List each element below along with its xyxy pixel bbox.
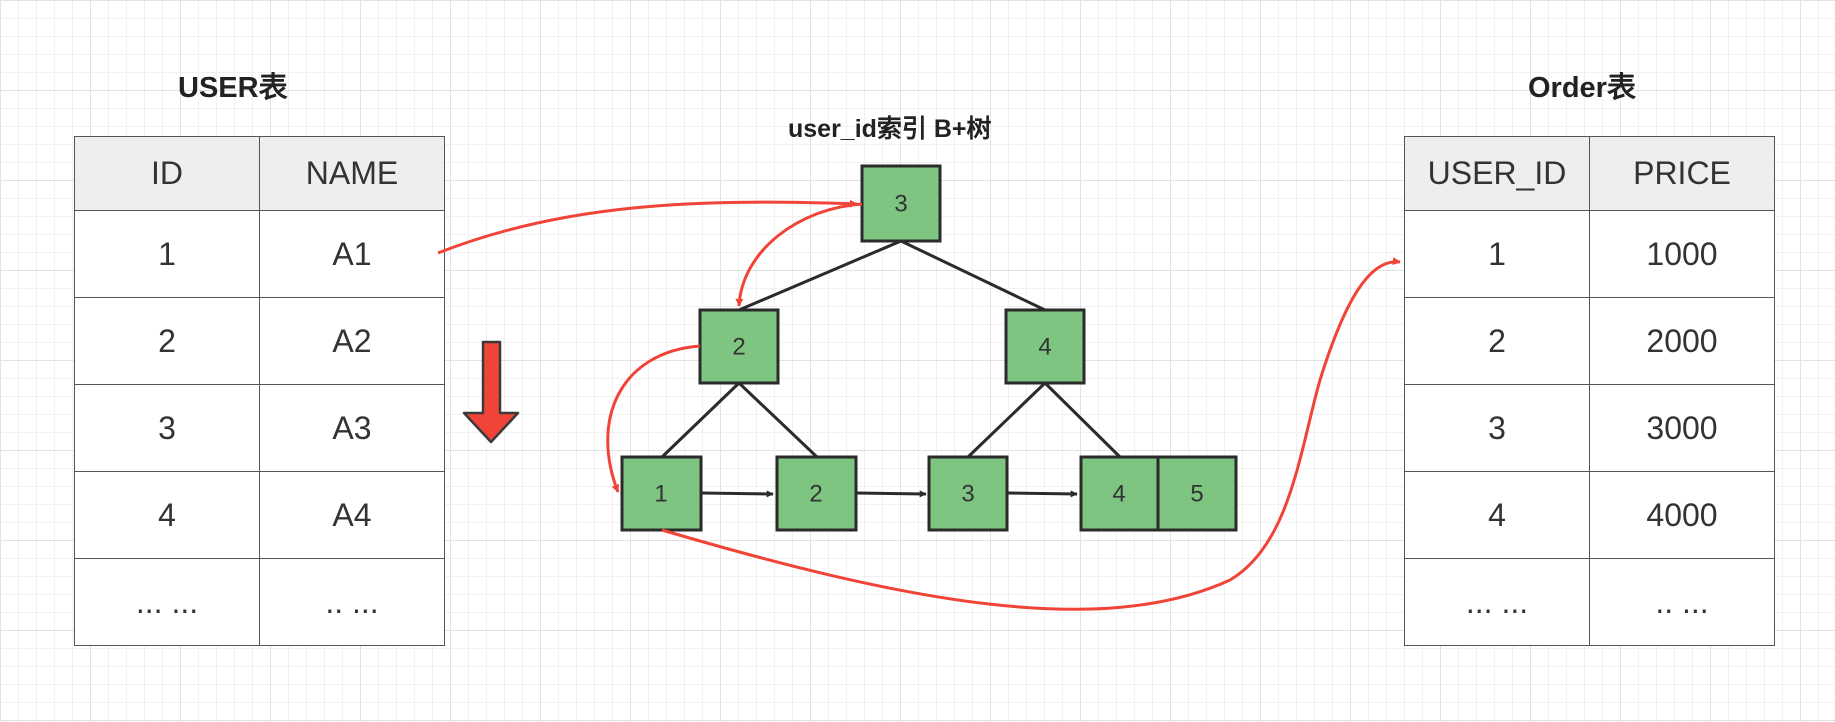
leaf-link-arrow <box>700 490 774 498</box>
svg-text:2: 2 <box>809 480 822 507</box>
lookup-path-leaf-to-order <box>661 257 1401 611</box>
column-header: PRICE <box>1589 136 1775 211</box>
table-cell: 1 <box>1404 210 1590 298</box>
tree-edge <box>738 239 902 312</box>
tree-node-internal-right: 4 <box>1004 308 1086 385</box>
column-header: USER_ID <box>1404 136 1590 211</box>
table-cell: 1000 <box>1589 210 1775 298</box>
order-table: USER_ID PRICE 1 1000 2 2000 3 3000 4 400… <box>1404 136 1775 646</box>
column-header: ID <box>74 136 260 211</box>
tree-edge <box>660 381 741 459</box>
table-row: 4 A4 <box>74 471 445 559</box>
svg-text:4: 4 <box>1112 480 1125 507</box>
table-cell: 2000 <box>1589 297 1775 385</box>
table-cell: 3 <box>74 384 260 472</box>
table-cell: A1 <box>259 210 445 298</box>
order-table-title: Order表 <box>1528 72 1636 104</box>
btree-title: user_id索引 B+树 <box>788 115 992 143</box>
table-cell: ... ... <box>1404 558 1590 646</box>
tree-leaf-3: 3 <box>927 455 1009 532</box>
svg-text:1: 1 <box>654 480 667 507</box>
tree-leaf-1: 1 <box>620 455 703 532</box>
table-cell: .. ... <box>1589 558 1775 646</box>
column-header: NAME <box>259 136 445 211</box>
tree-edge <box>900 239 1046 312</box>
table-cell: 4000 <box>1589 471 1775 559</box>
lookup-path-root-to-internal <box>735 202 863 307</box>
table-row: ... ... .. ... <box>1404 558 1775 646</box>
user-table: ID NAME 1 A1 2 A2 3 A3 4 A4 ... ... .. .… <box>74 136 445 646</box>
table-cell: ... ... <box>74 558 260 646</box>
svg-text:4: 4 <box>1038 333 1051 360</box>
table-cell: .. ... <box>259 558 445 646</box>
tree-edge <box>966 381 1047 459</box>
table-cell: 4 <box>74 471 260 559</box>
svg-text:3: 3 <box>894 190 907 217</box>
leaf-link-arrow <box>855 490 927 498</box>
table-header-row: USER_ID PRICE <box>1404 136 1775 211</box>
tree-node-root: 3 <box>860 164 942 243</box>
scan-down-arrow-icon <box>462 340 520 444</box>
table-row: 1 A1 <box>74 210 445 298</box>
table-header-row: ID NAME <box>74 136 445 211</box>
tree-edge <box>737 381 819 459</box>
table-row: 2 2000 <box>1404 297 1775 385</box>
lookup-path-to-root <box>437 199 858 255</box>
table-row: 4 4000 <box>1404 471 1775 559</box>
table-cell: 2 <box>1404 297 1590 385</box>
table-cell: 1 <box>74 210 260 298</box>
table-row: ... ... .. ... <box>74 558 445 646</box>
table-row: 1 1000 <box>1404 210 1775 298</box>
tree-node-internal-left: 2 <box>698 308 780 385</box>
table-cell: 3000 <box>1589 384 1775 472</box>
tree-leaf-2: 2 <box>775 455 858 532</box>
tree-leaf-5: 5 <box>1156 455 1238 532</box>
table-cell: 4 <box>1404 471 1590 559</box>
user-table-title: USER表 <box>178 72 288 104</box>
svg-text:5: 5 <box>1190 480 1203 507</box>
table-cell: A4 <box>259 471 445 559</box>
lookup-path-internal-to-leaf <box>606 344 701 493</box>
tree-edge <box>1043 381 1122 459</box>
tree-leaf-4: 4 <box>1079 455 1160 532</box>
svg-text:3: 3 <box>961 480 974 507</box>
table-row: 3 3000 <box>1404 384 1775 472</box>
svg-text:2: 2 <box>732 333 745 360</box>
leaf-link-arrow <box>1006 490 1078 498</box>
